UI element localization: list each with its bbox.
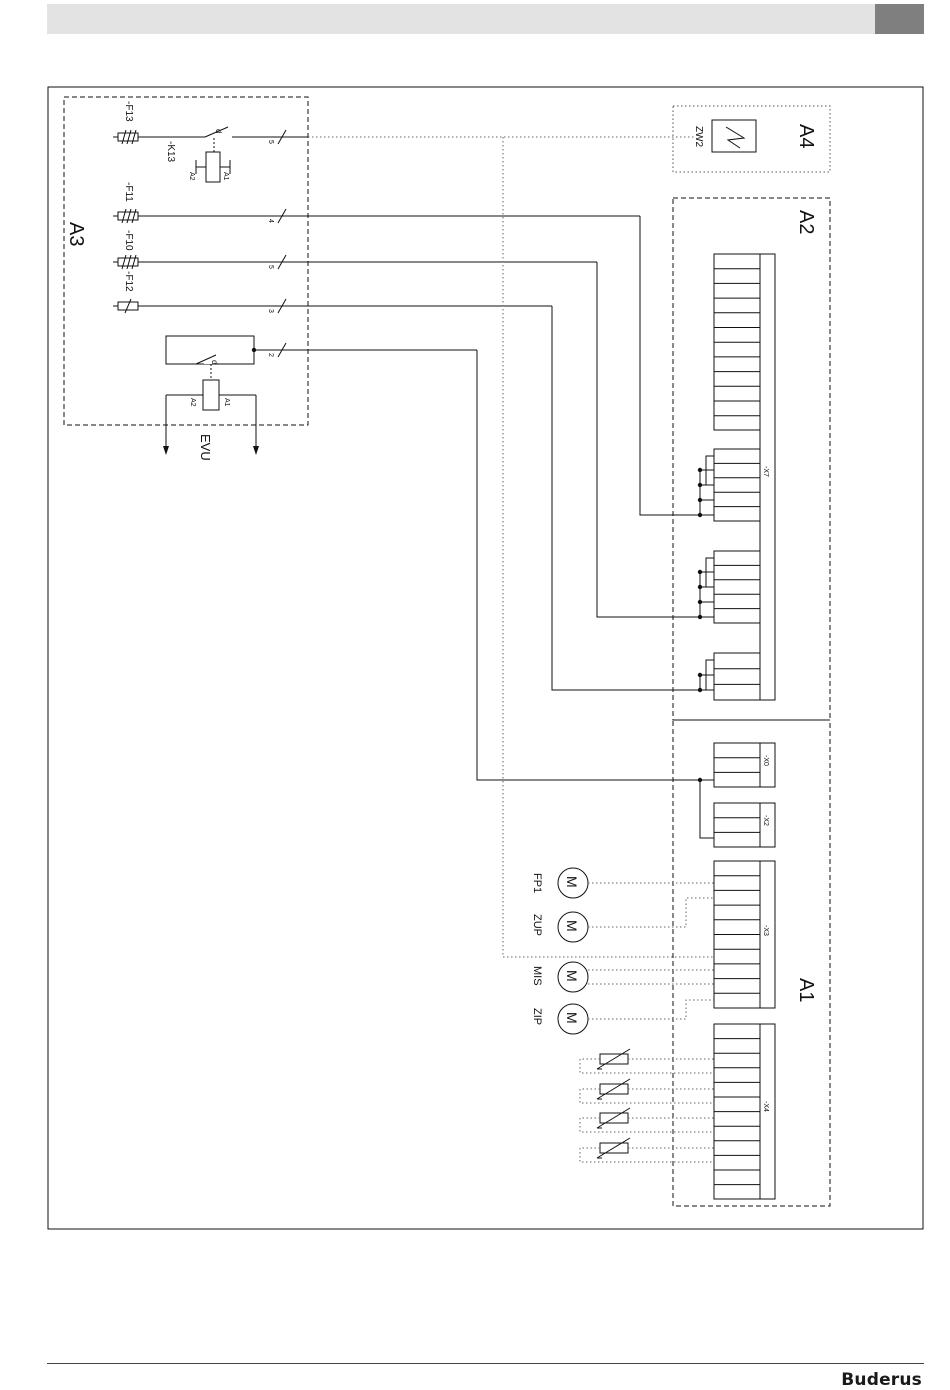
terminal-stack-x7-a: [714, 449, 760, 521]
relay-evu-a1: A1: [223, 398, 230, 407]
relay-k13-label: -K13: [165, 141, 176, 163]
x7-a-bridge-node: [698, 498, 702, 502]
brand-logo: Buderus: [841, 1370, 922, 1390]
motor-fp1-label: FP1: [531, 873, 543, 893]
temperature-sensors: [580, 1049, 714, 1162]
motor-zup-label: ZUP: [531, 914, 543, 936]
terminal-x7-label: -X7: [762, 466, 769, 477]
terminal-x0-label: -X0: [762, 755, 769, 766]
x7-a-bridge-node: [698, 513, 702, 517]
x7-b-bridge-node: [698, 570, 702, 574]
x7-a-bridge-node: [698, 483, 702, 487]
motor-mis: M: [558, 962, 588, 992]
wire-runs: [477, 216, 700, 780]
relay-evu-contact: d: [210, 360, 219, 364]
terminal-x0: [714, 743, 760, 787]
motor-fp1-symbol: M: [564, 876, 580, 888]
terminal-x4-label: -X4: [762, 1101, 769, 1112]
temperature-sensor-2: [580, 1079, 714, 1103]
fuse-f11: [118, 209, 138, 223]
module-a3-box: [64, 97, 308, 425]
relay-k13-a1: A1: [222, 172, 229, 181]
motor-zup-symbol: M: [564, 920, 580, 932]
x7-c-bridge-node: [698, 688, 702, 692]
fuse-f12-label: -F12: [123, 271, 134, 292]
motor-wires: [588, 883, 714, 1019]
module-a4-label: A4: [795, 124, 817, 148]
terminal-x7-bar: [760, 254, 775, 700]
terminal-stack-x7-c: [714, 653, 760, 700]
relay-evu-a2: A2: [189, 398, 196, 407]
wire-count-5: 2: [267, 353, 274, 357]
relay-k13-a2: A2: [188, 172, 195, 181]
relay-k13-contact: d: [214, 129, 223, 133]
fuse-f10-label: -F10: [123, 230, 134, 251]
x7-b-bridge-node: [698, 600, 702, 604]
fuse-f10: [118, 255, 138, 269]
motor-fp1: M: [558, 868, 588, 898]
module-a3-label: A3: [65, 222, 87, 246]
temperature-sensor-1: [580, 1049, 714, 1073]
temperature-sensor-3: [580, 1108, 714, 1132]
temperature-sensor-4: [580, 1138, 714, 1162]
terminal-x3-label: -X3: [762, 925, 769, 936]
module-a2-label: A2: [795, 210, 817, 234]
motor-zip: M: [558, 1004, 588, 1034]
module-a1-label: A1: [795, 978, 817, 1002]
x7-a-bridge-node: [698, 468, 702, 472]
evu-label: EVU: [198, 434, 213, 461]
wire-count-1: 5: [267, 140, 274, 144]
fuse-f13: [118, 130, 138, 144]
terminal-stack-x7-b: [714, 551, 760, 623]
diagram-frame: [48, 87, 923, 1229]
fuse-f12: [118, 299, 138, 313]
wire-count-3: 5: [267, 265, 274, 269]
footer-rule: [47, 1363, 924, 1364]
x7-b-bridge-node: [698, 615, 702, 619]
motor-zip-symbol: M: [564, 1012, 580, 1024]
fuse-f11-label: -F11: [123, 182, 134, 202]
fuse-f13-label: -F13: [123, 101, 134, 122]
x7-b-bridge-node: [698, 585, 702, 589]
zw2-component: [712, 120, 756, 152]
wire-count-4: 3: [267, 309, 274, 313]
motor-zip-label: ZIP: [531, 1008, 543, 1025]
wire-count-2: 4: [267, 219, 274, 223]
wire-slashes: [278, 130, 286, 357]
terminal-x2-label: -X2: [762, 815, 769, 826]
motor-zup: M: [558, 912, 588, 942]
zw2-label: ZW2: [693, 126, 704, 148]
x7-c-bridge-node: [698, 673, 702, 677]
bridge-x0-x2: [700, 780, 714, 838]
terminal-x2: [714, 803, 760, 847]
dotted-feed-x3: [503, 137, 714, 957]
motor-mis-symbol: M: [564, 970, 580, 982]
motor-mis-label: MIS: [531, 966, 543, 986]
terminal-bridges: [698, 456, 714, 692]
